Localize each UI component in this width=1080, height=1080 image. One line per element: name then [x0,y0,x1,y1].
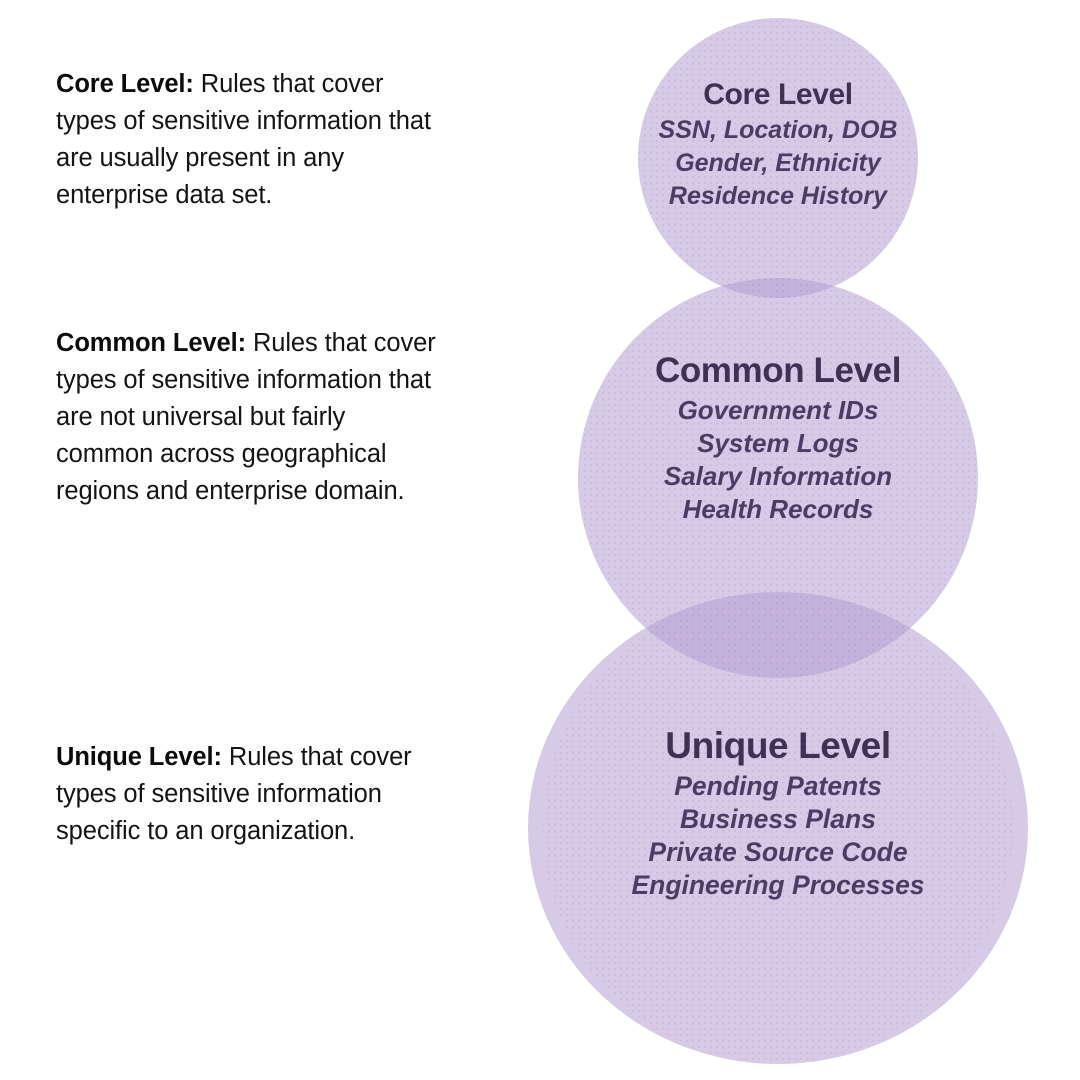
label-core-level: Core Level SSN, Location, DOB Gender, Et… [618,76,938,213]
circle-common-item: Salary Information [663,461,893,491]
circle-unique-items: Pending Patents Business Plans Private S… [568,770,988,902]
description-common-body: Rules that cover types of sensitive info… [56,329,436,505]
circle-core-item: SSN, Location, DOB [658,116,898,144]
circle-unique-item: Private Source Code [648,837,908,867]
circle-core-items: SSN, Location, DOB Gender, Ethnicity Res… [618,114,938,213]
circle-unique-title: Unique Level [665,725,891,766]
description-core: Core Level: Rules that cover types of se… [56,66,448,214]
circle-unique-item: Business Plans [680,804,876,834]
circle-unique-item: Engineering Processes [631,870,925,900]
circle-core-item: Gender, Ethnicity [675,149,881,177]
description-unique: Unique Level: Rules that cover types of … [56,739,448,850]
circle-common-item: Government IDs [677,395,879,425]
description-core-body: Rules that cover types of sensitive info… [56,70,431,209]
description-common-lead: Common Level: [56,329,246,357]
circle-core-title: Core Level [703,78,853,111]
description-unique-lead: Unique Level: [56,743,222,771]
description-common: Common Level: Rules that cover types of … [56,325,448,510]
circle-core-item: Residence History [668,182,888,210]
circle-unique-level [528,592,1028,1064]
circle-unique-item: Pending Patents [674,771,882,801]
label-common-level: Common Level Government IDs System Logs … [598,348,958,526]
description-unique-body: Rules that cover types of sensitive info… [56,743,412,845]
label-unique-level: Unique Level Pending Patents Business Pl… [568,722,988,902]
description-column: Core Level: Rules that cover types of se… [56,0,456,1080]
circle-common-title: Common Level [654,351,902,390]
description-core-lead: Core Level: [56,70,194,98]
circle-common-item: Health Records [682,494,874,524]
circle-common-item: System Logs [697,428,859,458]
circle-common-items: Government IDs System Logs Salary Inform… [598,394,958,526]
circle-core-level [638,18,918,298]
